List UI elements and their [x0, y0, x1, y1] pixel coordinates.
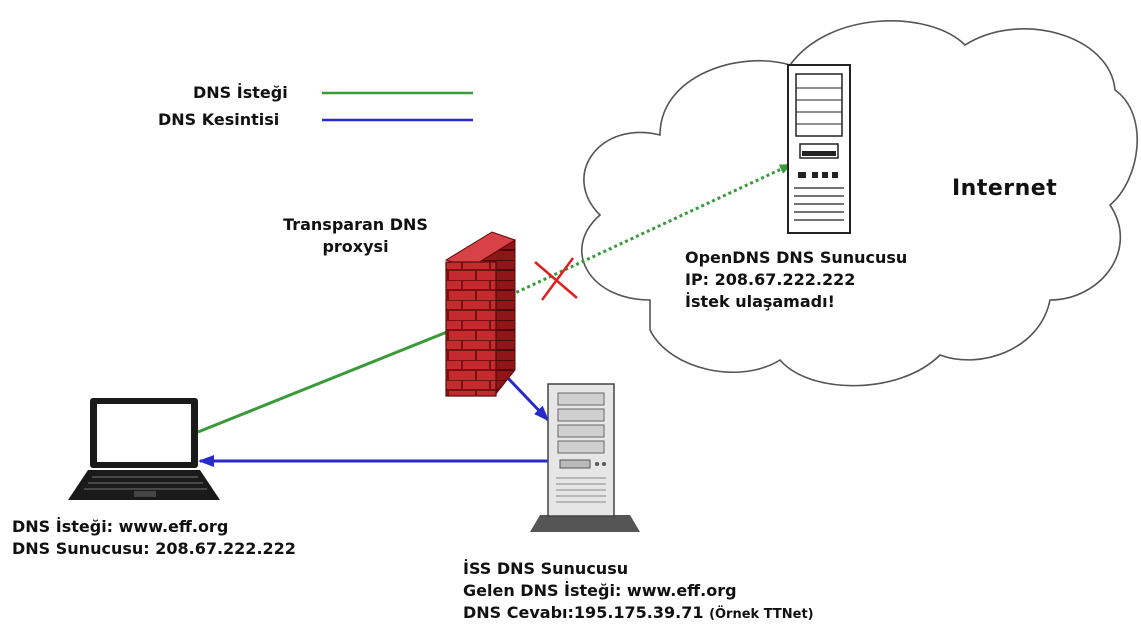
isp-label: İSS DNS Sunucusu Gelen DNS İsteği: www.e…: [463, 558, 814, 626]
isp-name: İSS DNS Sunucusu: [463, 559, 629, 578]
isp-response: DNS Cevabı:195.175.39.71: [463, 603, 704, 622]
firewall-icon: [444, 231, 517, 397]
request-line: [197, 330, 448, 434]
client-server: DNS Sunucusu: 208.67.222.222: [12, 539, 296, 558]
isp-response-note: (Örnek TTNet): [709, 607, 814, 622]
isp-response-line: DNS Cevabı:195.175.39.71 (Örnek TTNet): [463, 602, 814, 626]
internet-label: Internet: [952, 176, 1058, 201]
opendns-status: İstek ulaşamadı!: [685, 292, 835, 311]
laptop-icon: [68, 398, 220, 500]
hijack-arrow-to-isp: [503, 373, 550, 422]
legend-request-label: DNS İsteği: [193, 83, 288, 102]
legend-hijack-label: DNS Kesintisi: [158, 110, 280, 129]
isp-incoming: Gelen DNS İsteği: www.eff.org: [463, 581, 737, 600]
proxy-label: Transparan DNS proxysi: [258, 214, 453, 258]
proxy-label-line2: proxysi: [322, 237, 389, 256]
isp-server-icon: [530, 383, 640, 532]
blocked-request-line: [499, 163, 792, 302]
opendns-name: OpenDNS DNS Sunucusu: [685, 248, 908, 267]
proxy-label-line1: Transparan DNS: [283, 215, 428, 234]
internet-cloud: [581, 20, 1138, 387]
opendns-label: OpenDNS DNS Sunucusu IP: 208.67.222.222 …: [685, 247, 907, 313]
client-request: DNS İsteği: www.eff.org: [12, 517, 229, 536]
opendns-server-icon: [787, 64, 851, 234]
blocked-x-icon: [534, 257, 578, 301]
opendns-ip: IP: 208.67.222.222: [685, 270, 856, 289]
client-label: DNS İsteği: www.eff.org DNS Sunucusu: 20…: [12, 516, 296, 560]
